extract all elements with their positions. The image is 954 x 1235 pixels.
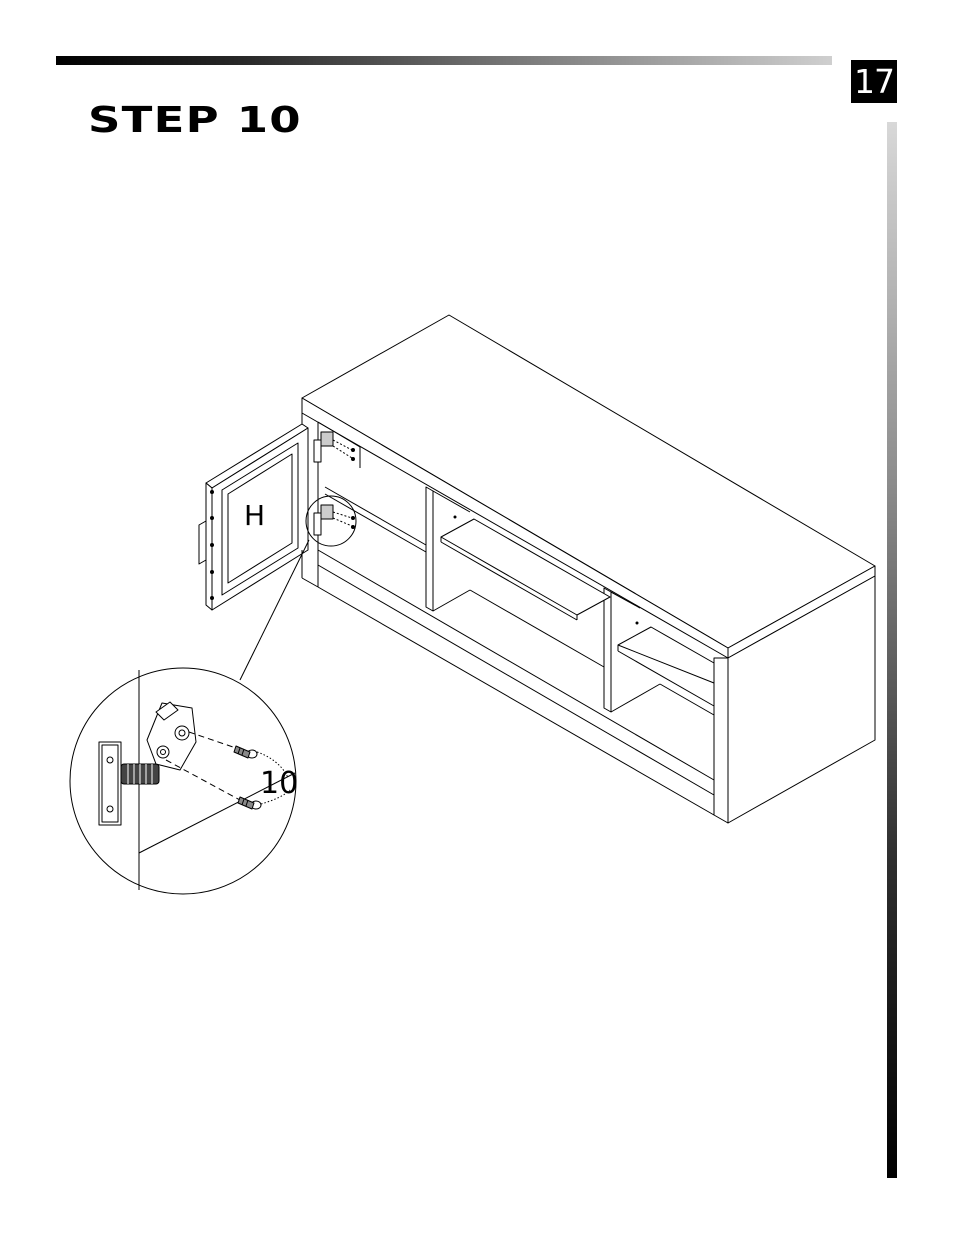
part-label-h: H bbox=[244, 499, 265, 532]
hardware-label-10: 10 bbox=[260, 766, 298, 801]
tv-cabinet bbox=[302, 315, 875, 823]
hinge-bottom bbox=[314, 505, 355, 535]
